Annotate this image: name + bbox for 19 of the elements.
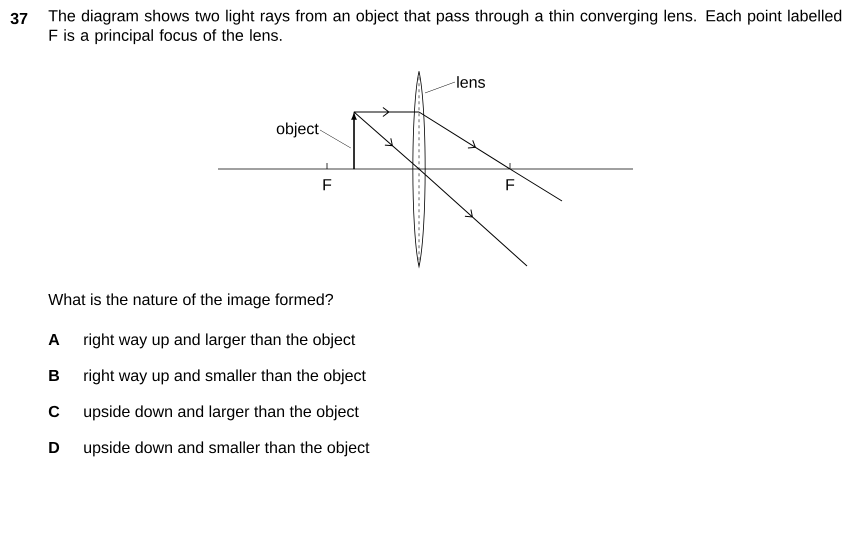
option-letter: A [48,334,60,345]
question-text: What is the nature of the image formed? [48,293,334,308]
option-text: right way up and smaller than the object [84,369,366,384]
option-text: right way up and larger than the object [84,333,356,348]
leader-line [424,82,456,94]
text-label: lens [457,76,485,88]
question-text: The diagram shows two light rays from an object that pass through a thin converging lens. Each point labelled F is a principal focus of the lens. [48,10,842,44]
lens [412,70,426,268]
option-letter: B [49,370,60,381]
object-arrow [352,114,356,170]
option-letter: D [49,442,60,453]
question-number: 37 [10,12,28,24]
focus-label: F [506,179,514,190]
focus-label: F [323,179,332,190]
option-letter: C [48,406,60,418]
option-text: upside down and smaller than the object [84,441,370,456]
option-text: upside down and larger than the object [84,405,359,420]
text-label: object [276,122,319,138]
leader-line [320,130,352,148]
